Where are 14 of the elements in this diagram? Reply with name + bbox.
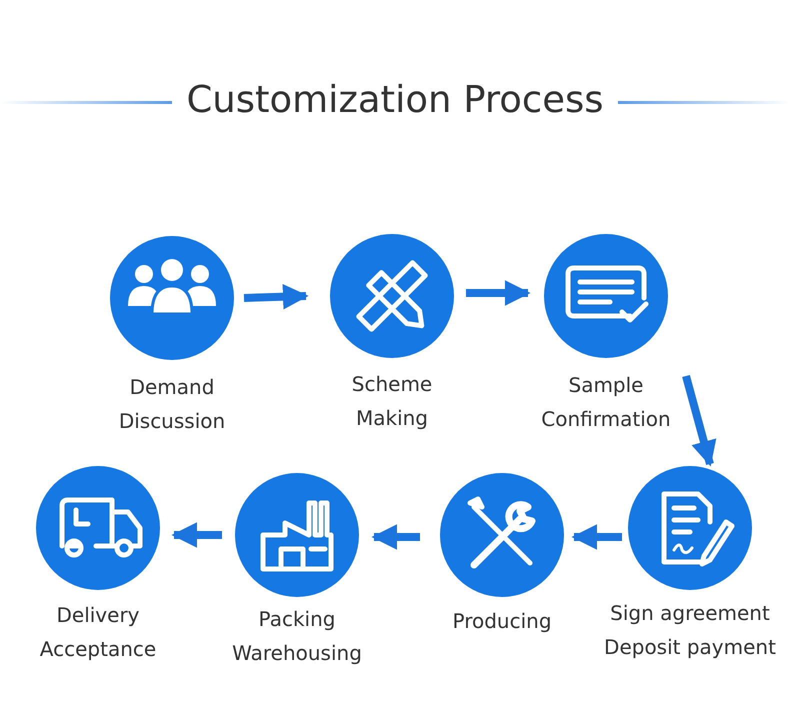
- arrow: [682, 374, 716, 466]
- step-label: Scheme Making: [350, 371, 434, 432]
- step-label: Delivery Acceptance: [38, 602, 158, 663]
- step-label: Packing Warehousing: [231, 606, 363, 667]
- step-label: Producing: [451, 608, 553, 635]
- arrow: [244, 284, 309, 310]
- arrow: [466, 280, 531, 306]
- arrow: [171, 522, 222, 548]
- arrow: [571, 524, 622, 550]
- title: Customization Process: [186, 78, 604, 121]
- step-label: Sample Confirmation: [540, 372, 672, 433]
- arrow: [371, 524, 420, 550]
- step-label: Sign agreement Deposit payment: [603, 600, 777, 661]
- step-label: Demand Discussion: [118, 374, 226, 435]
